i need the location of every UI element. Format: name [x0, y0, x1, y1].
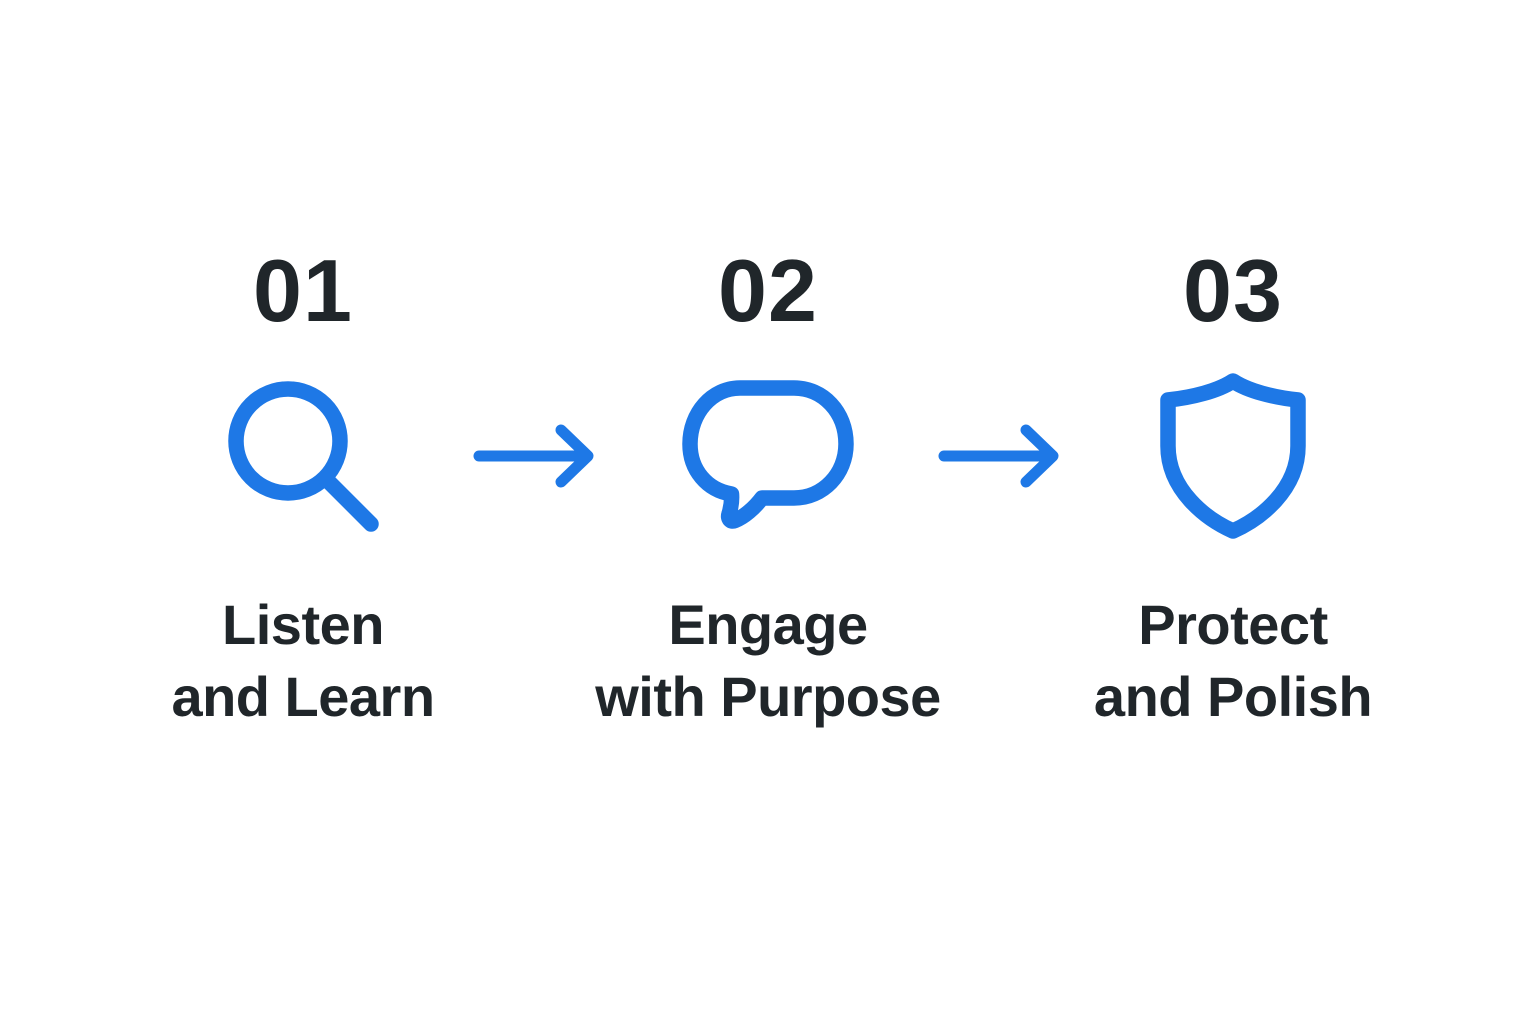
shield-icon	[1158, 372, 1308, 540]
step-2-label: Engage with Purpose	[593, 589, 943, 732]
step-1-label: Listen and Learn	[128, 589, 478, 732]
step-2-icon-box	[593, 367, 943, 545]
search-icon	[227, 380, 379, 533]
speech-bubble-icon	[682, 380, 854, 532]
step-3-label-line2: and Polish	[1093, 665, 1373, 728]
step-1-label-line1: Listen	[222, 593, 384, 657]
step-2-number: 02	[718, 241, 818, 341]
step-3-icon-box	[1058, 367, 1408, 545]
three-step-flow: 01 02 03	[128, 247, 1408, 732]
step-2-label-line2: with Purpose	[595, 665, 941, 728]
step-2-label-line1: Engage	[668, 593, 868, 657]
arrow-right-icon	[472, 367, 600, 545]
step-1-label-line2: and Learn	[171, 665, 435, 728]
arrow-right-icon	[937, 367, 1065, 545]
step-3-label: Protect and Polish	[1058, 589, 1408, 732]
step-1-number: 01	[253, 241, 353, 341]
step-3-label-line1: Protect	[1138, 593, 1328, 657]
step-3-number: 03	[1183, 241, 1283, 341]
step-1-icon-box	[128, 367, 478, 545]
